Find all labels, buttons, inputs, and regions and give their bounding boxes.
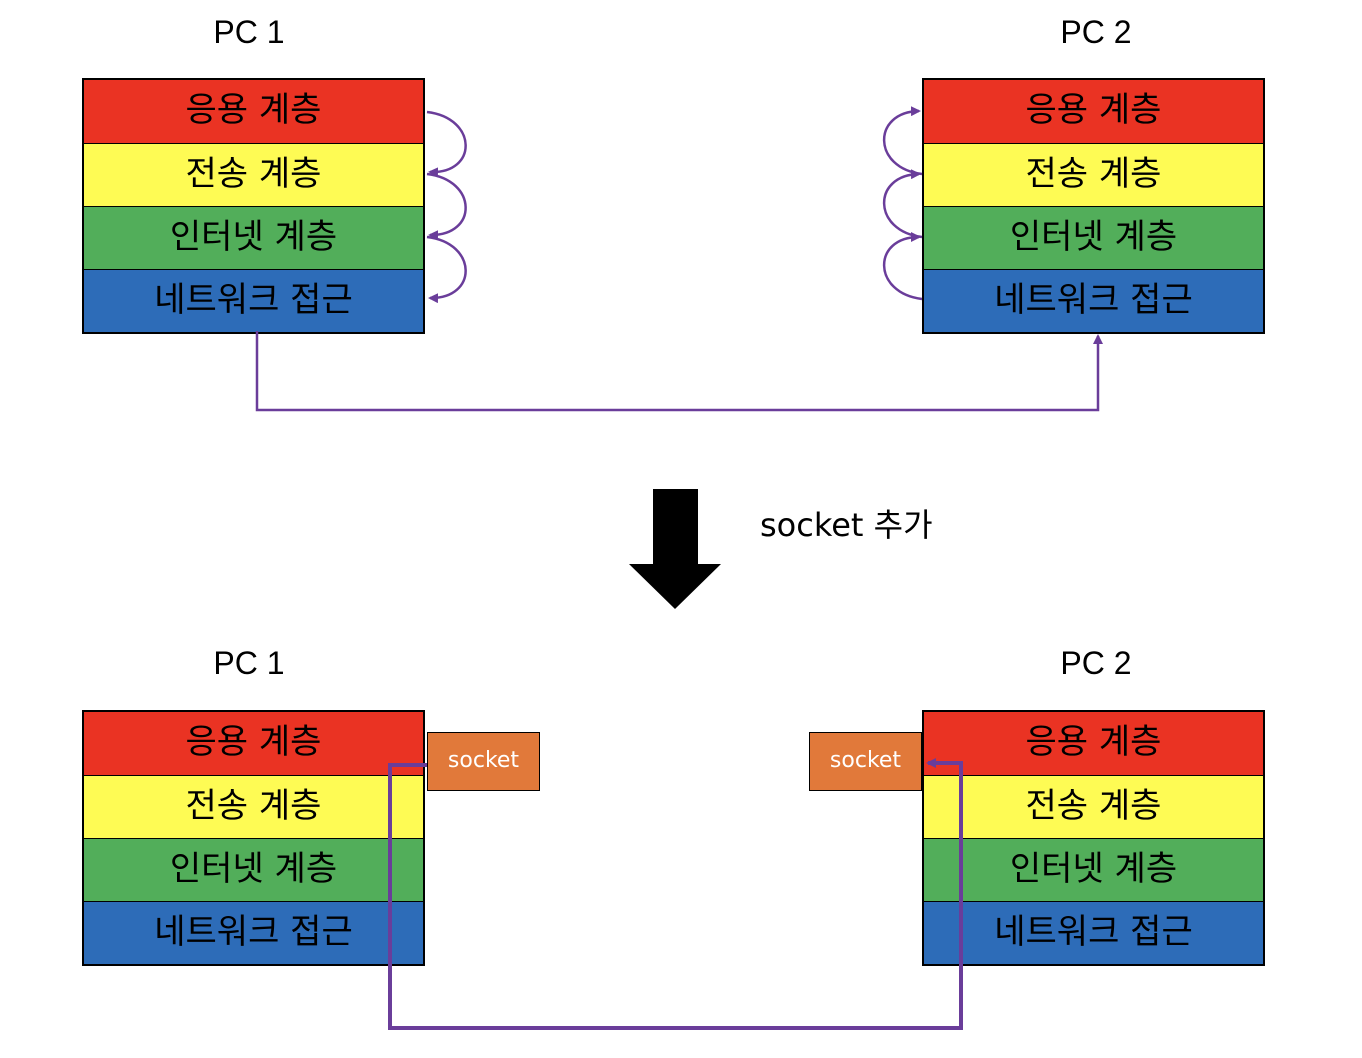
bottom-pc1-socket: socket — [427, 732, 540, 791]
bottom-socket-connection — [388, 758, 963, 1030]
top-pc2-hop-transport-to-app — [883, 106, 923, 176]
top-pc1-layer-stack: 응용 계층 전송 계층 인터넷 계층 네트워크 접근 — [82, 78, 425, 334]
top-pc2-title: PC 2 — [1060, 14, 1132, 50]
top-pc2-layer-stack: 응용 계층 전송 계층 인터넷 계층 네트워크 접근 — [922, 78, 1265, 334]
bottom-pc2-application-layer: 응용 계층 — [924, 712, 1263, 775]
top-pc1-hop-internet-to-network — [426, 235, 467, 304]
top-pc1-hop-app-to-transport — [426, 110, 467, 178]
top-pc1-internet-layer: 인터넷 계층 — [84, 206, 423, 269]
top-pc1-network-access-layer: 네트워크 접근 — [84, 269, 423, 332]
transition-caption: socket 추가 — [760, 506, 933, 544]
top-pc1-title: PC 1 — [213, 14, 285, 50]
bottom-pc2-layer-stack: 응용 계층 전송 계층 인터넷 계층 네트워크 접근 — [922, 710, 1265, 966]
top-pc1-hop-transport-to-internet — [426, 172, 467, 241]
top-pc2-hop-internet-to-transport — [883, 169, 923, 239]
bottom-pc2-transport-layer: 전송 계층 — [924, 775, 1263, 838]
bottom-pc2-socket: socket — [809, 732, 922, 791]
top-pc2-transport-layer: 전송 계층 — [924, 143, 1263, 206]
bottom-pc1-title: PC 1 — [213, 645, 285, 681]
bottom-pc2-internet-layer: 인터넷 계층 — [924, 838, 1263, 901]
top-pc2-hop-network-to-internet — [883, 232, 923, 301]
top-network-connection — [255, 331, 1103, 412]
bottom-pc1-network-access-layer: 네트워크 접근 — [84, 901, 423, 964]
bottom-pc1-layer-stack: 응용 계층 전송 계층 인터넷 계층 네트워크 접근 — [82, 710, 425, 966]
top-pc2-internet-layer: 인터넷 계층 — [924, 206, 1263, 269]
bottom-pc1-application-layer: 응용 계층 — [84, 712, 423, 775]
top-pc2-application-layer: 응용 계층 — [924, 80, 1263, 143]
bottom-pc2-network-access-layer: 네트워크 접근 — [924, 901, 1263, 964]
down-arrow-icon — [629, 489, 721, 609]
bottom-pc1-internet-layer: 인터넷 계층 — [84, 838, 423, 901]
bottom-pc2-title: PC 2 — [1060, 645, 1132, 681]
top-pc2-network-access-layer: 네트워크 접근 — [924, 269, 1263, 332]
bottom-pc1-transport-layer: 전송 계층 — [84, 775, 423, 838]
top-pc1-application-layer: 응용 계층 — [84, 80, 423, 143]
top-pc1-transport-layer: 전송 계층 — [84, 143, 423, 206]
